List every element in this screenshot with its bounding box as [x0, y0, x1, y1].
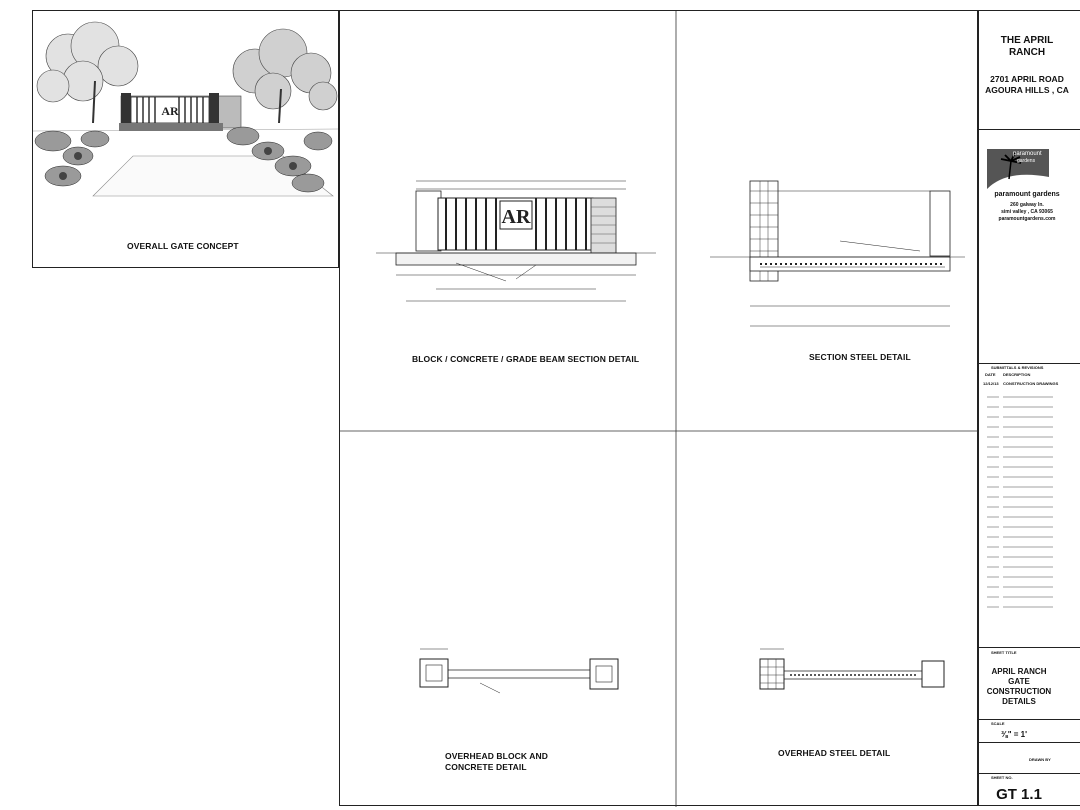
- company-name: paramount gardens: [994, 191, 1060, 198]
- concept-monogram: AR: [161, 104, 179, 118]
- steel-section-drawing: [710, 180, 965, 327]
- drawn-by-label: DRAWN BY: [1029, 757, 1051, 762]
- sheet-number: GT 1.1: [996, 786, 1042, 803]
- company-website: paramountgardens.com: [998, 216, 1056, 222]
- scale-value: ⅜" = 1': [1001, 730, 1027, 739]
- overhead-steel-drawing: [759, 648, 945, 690]
- steel-section-caption: SECTION STEEL DETAIL: [809, 352, 911, 362]
- grid-dividers: [340, 11, 979, 807]
- date-column-label: DATE: [985, 372, 996, 377]
- sheet-title-3: CONSTRUCTION: [986, 687, 1052, 696]
- revision-desc-1: CONSTRUCTION DRAWINGS: [1003, 381, 1059, 386]
- block-section-caption: BLOCK / CONCRETE / GRADE BEAM SECTION DE…: [412, 354, 640, 364]
- overhead-block-caption-2: CONCRETE DETAIL: [445, 762, 527, 772]
- overhead-block-drawing: [419, 648, 619, 694]
- revision-date-1: 12/12/13: [983, 381, 999, 386]
- sheet-number-label: SHEET NO.: [991, 775, 1013, 780]
- company-address-1: 260 galway ln.: [1010, 202, 1044, 208]
- description-column-label: DESCRIPTION: [1003, 372, 1031, 377]
- sheet-title-1: APRIL RANCH: [991, 667, 1047, 676]
- gate-concept-illustration: AR: [32, 21, 339, 197]
- sheet-title-label: SHEET TITLE: [991, 650, 1017, 655]
- project-address-1: 2701 APRIL ROAD: [990, 74, 1064, 84]
- overhead-block-caption-1: OVERHEAD BLOCK AND: [445, 751, 549, 761]
- block-section-drawing: AR: [376, 180, 656, 302]
- submittals-label: SUBMITTALS & REVISIONS: [991, 365, 1044, 370]
- revision-table-lines: [987, 396, 1053, 608]
- company-address-2: simi valley , CA 93065: [1001, 209, 1053, 215]
- logo-wordmark-2: gardens: [1017, 158, 1036, 164]
- project-name-2: RANCH: [1008, 47, 1046, 58]
- project-address-2: AGOURA HILLS , CA: [985, 85, 1069, 95]
- sheet-title-4: DETAILS: [1002, 697, 1036, 706]
- logo-wordmark-1: paramount: [1013, 151, 1042, 157]
- scale-label: SCALE: [991, 721, 1005, 726]
- concept-caption: OVERALL GATE CONCEPT: [127, 241, 239, 251]
- detail-monogram: AR: [502, 206, 531, 228]
- project-name-1: THE APRIL: [1000, 35, 1054, 46]
- sheet-title-2: GATE: [1008, 677, 1030, 686]
- concept-panel: AR OVERALL GATE CONCEPT: [32, 10, 339, 268]
- company-logo: paramount gardens: [987, 149, 1049, 189]
- title-block: THE APRIL RANCH 2701 APRIL ROAD AGOURA H…: [978, 10, 1080, 806]
- details-sheet: AR BLOCK / CONCRETE / GRADE BEAM SECTION…: [339, 10, 979, 807]
- overhead-steel-caption: OVERHEAD STEEL DETAIL: [778, 748, 891, 758]
